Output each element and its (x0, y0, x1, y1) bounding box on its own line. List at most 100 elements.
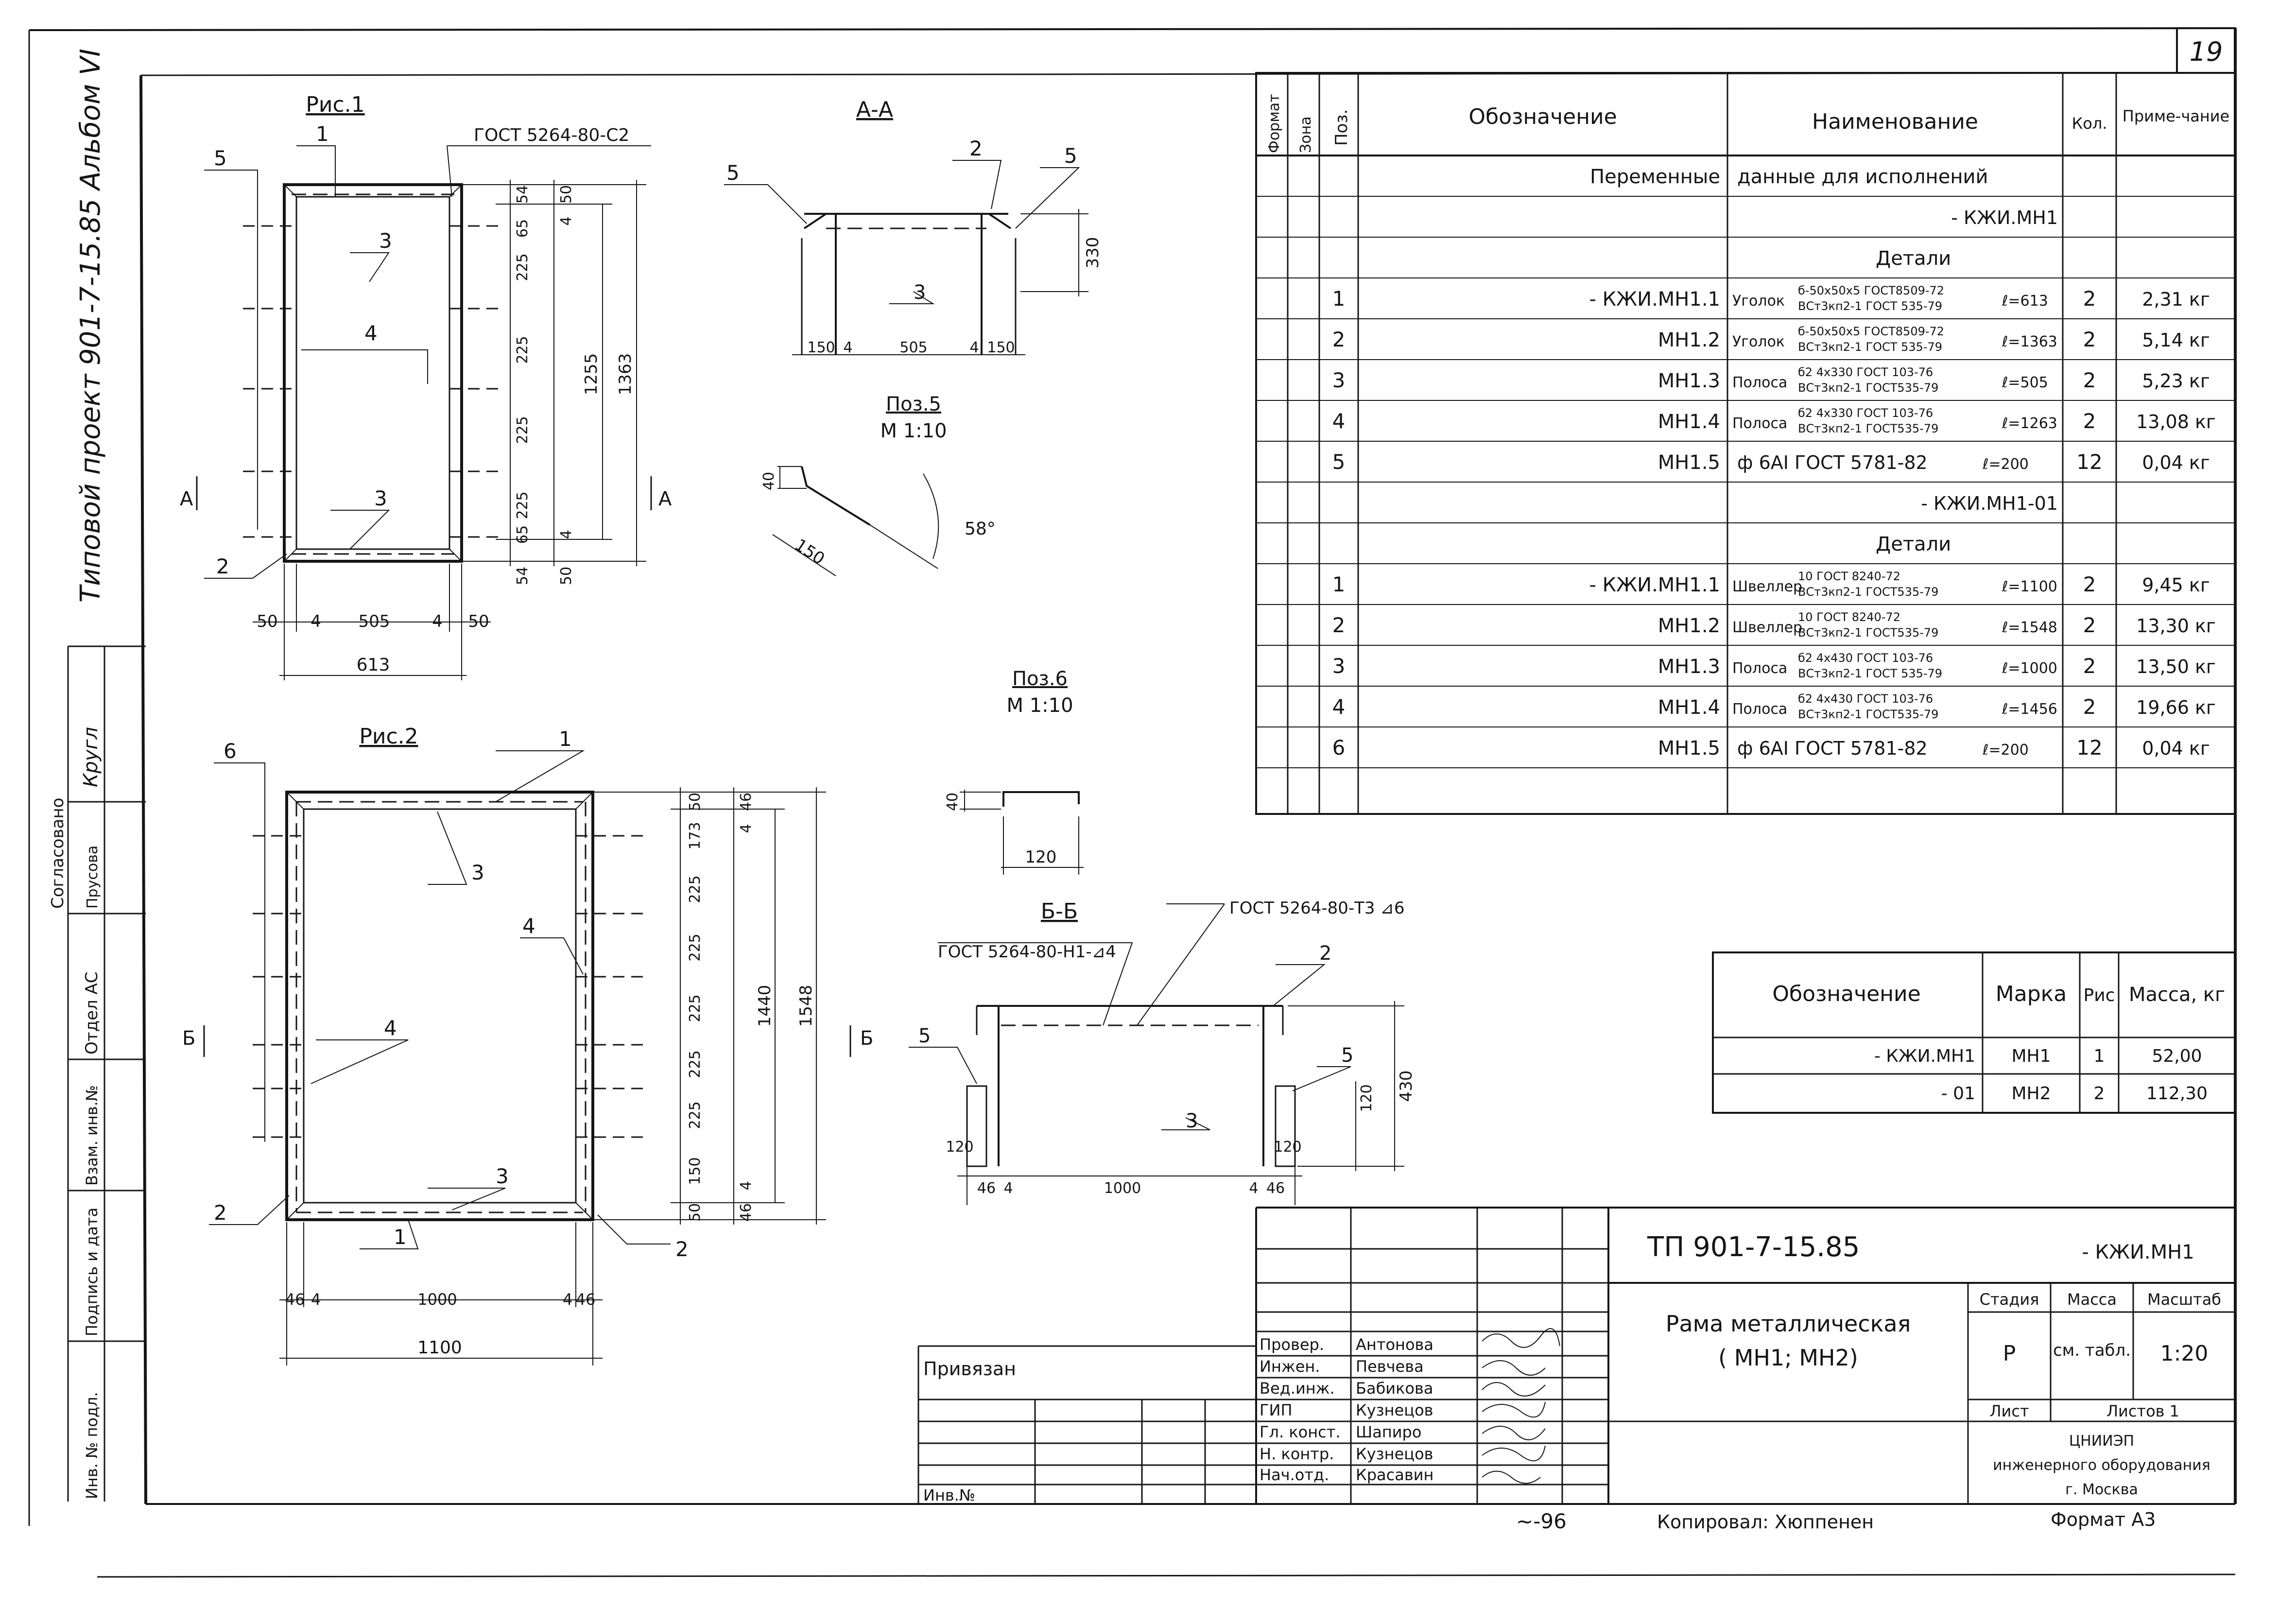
dim-label: 4 (558, 530, 575, 539)
role-name: Красавин (1356, 1466, 1433, 1484)
spec-designation: МН1.5 (1658, 451, 1720, 474)
fig2-drawing (203, 750, 851, 1365)
title-name-line1: Рама металлическая (1666, 1311, 1911, 1337)
spec-length: ℓ=1263 (2002, 415, 2057, 432)
spec-gost-line2: ВСт3кп2-1 ГОСТ535-79 (1798, 626, 1938, 639)
fig1-leader-3a: 3 (379, 229, 392, 253)
fig1-leader-3b: 3 (374, 486, 387, 510)
title-name-line2: ( МН1; МН2) (1718, 1345, 1858, 1371)
spec-table-rows (1256, 196, 2235, 768)
pos5-title: Поз.5 (886, 393, 941, 415)
spec-designation: - КЖИ.МН1.1 (1589, 574, 1720, 596)
title-org-line3: г. Москва (2065, 1481, 2138, 1498)
mass-r1-designation: - КЖИ.МН1 (1874, 1046, 1975, 1066)
spec-gost-line1: 10 ГОСТ 8240-72 (1798, 610, 1900, 624)
spec-gost-line2: ВСт3кп2-1 ГОСТ535-79 (1798, 381, 1938, 395)
spec-name: Швеллер (1732, 619, 1802, 636)
fig2-section-right: Б (860, 1027, 873, 1050)
title-stage-label: Стадия (1980, 1290, 2039, 1309)
spec-name: Полоса (1732, 701, 1787, 718)
dim-1440: 1440 (755, 985, 775, 1027)
spec-header-designation: Обозначение (1468, 104, 1617, 129)
dim-613: 613 (357, 655, 390, 675)
dim-label: 120 (1274, 1139, 1301, 1156)
spec-header-qty: Кол. (2072, 114, 2107, 133)
spec-name: ф 6АI ГОСТ 5781-82 (1737, 452, 1928, 473)
title-mass: см. табл. (2053, 1341, 2131, 1360)
pos5-dim-150: 150 (791, 535, 828, 569)
section-bb-gost-left: ГОСТ 5264-80-Н1-⊿4 (938, 942, 1116, 962)
dim-label: 65 (514, 219, 531, 238)
spec-gost-line1: б-50x50x5 ГОСТ8509-72 (1798, 284, 1944, 297)
role-label: Н. контр. (1260, 1445, 1334, 1463)
role-name: Кузнецов (1356, 1401, 1433, 1419)
role-name: Бабикова (1356, 1379, 1433, 1398)
footer-copied-by: Копировал: Хюппенен (1657, 1511, 1874, 1533)
spec-header-name: Наименование (1812, 109, 1978, 134)
section-bb-leader-5-right: 5 (1341, 1044, 1353, 1067)
spec-note: 13,50 кг (2136, 656, 2216, 677)
fig2-section-left: Б (182, 1027, 195, 1050)
section-aa-leader-2: 2 (969, 137, 983, 160)
dim-label: 225 (687, 933, 704, 961)
pos5-scale: М 1:10 (880, 420, 947, 442)
spec-gost-line1: б2 4x330 ГОСТ 103-76 (1798, 365, 1933, 379)
spec-gost-line2: ВСт3кп2-1 ГОСТ 535-79 (1798, 340, 1942, 354)
dim-label: 50 (558, 567, 575, 585)
pos6-title: Поз.6 (1012, 668, 1068, 690)
title-code-suffix: - КЖИ.МН1 (2082, 1241, 2194, 1263)
dim-label: 225 (514, 416, 531, 444)
spec-qty: 2 (2083, 409, 2096, 433)
dim-label: 225 (514, 253, 531, 281)
title-sheets-label: Листов 1 (2106, 1402, 2179, 1420)
dim-label: 225 (687, 1101, 704, 1129)
spec-pos: 3 (1332, 368, 1346, 392)
dim-label: 505 (359, 612, 390, 631)
dim-label: 225 (687, 875, 704, 903)
fig2-leader-1-bottom: 1 (394, 1225, 407, 1249)
section-aa-leader-5a: 5 (726, 161, 740, 185)
dim-label: 54 (514, 185, 531, 204)
section-aa-title: А-А (856, 97, 893, 122)
spec-gost-line2: ВСт3кп2-1 ГОСТ535-79 (1798, 422, 1938, 435)
spec-length: ℓ=1100 (2002, 578, 2057, 595)
spec-pos: 2 (1332, 613, 1346, 637)
section-bb-drawing (909, 903, 1404, 1205)
spec-qty: 2 (2083, 654, 2096, 678)
side-title: Типовой проект 901-7-15.85 Альбом VI (75, 49, 106, 603)
section-bb-leader-5-left: 5 (918, 1025, 931, 1047)
mass-r2-mass: 112,30 (2146, 1084, 2208, 1104)
spec-qty: 2 (2083, 695, 2096, 719)
mass-r2-fig: 2 (2094, 1084, 2105, 1104)
spec-pos: 4 (1332, 409, 1346, 433)
spec-gost-line1: б2 4x430 ГОСТ 103-76 (1798, 692, 1933, 706)
dim-label: 65 (514, 525, 531, 544)
role-name: Кузнецов (1356, 1445, 1433, 1463)
spec-note: 5,23 кг (2142, 370, 2210, 392)
role-label: Нач.отд. (1260, 1466, 1329, 1484)
dim-label: 1000 (417, 1290, 457, 1309)
signature-scribbles (1482, 1328, 1560, 1484)
dim-label: 46 (738, 793, 755, 811)
section-bb-gost-top: ГОСТ 5264-80-Т3 ⊿6 (1229, 899, 1404, 918)
spec-note: 0,04 кг (2142, 452, 2210, 473)
dim-label: 225 (514, 491, 531, 519)
dim-label: 1000 (1104, 1180, 1141, 1197)
mass-r1-fig: 1 (2094, 1046, 2105, 1066)
dim-label: 225 (687, 994, 704, 1022)
dim-label: 50 (687, 1203, 704, 1222)
section-aa-leader-3: 3 (914, 281, 926, 304)
role-label: Гл. конст. (1260, 1423, 1341, 1441)
dim-label: 4 (563, 1290, 572, 1309)
spec-gost-line1: б2 4x430 ГОСТ 103-76 (1798, 651, 1933, 665)
dim-label: 46 (738, 1203, 755, 1222)
spec-pos: 1 (1332, 287, 1346, 311)
title-scale: 1:20 (2160, 1341, 2209, 1366)
section-aa-drawing (724, 160, 1088, 355)
fig2-leader-2-right: 2 (675, 1237, 689, 1261)
role-name: Антонова (1356, 1335, 1433, 1354)
spec-pos: 2 (1332, 328, 1346, 351)
role-label: Вед.инж. (1260, 1379, 1335, 1398)
spec-note: 5,14 кг (2142, 329, 2210, 351)
fig1-leader-5: 5 (214, 146, 227, 170)
